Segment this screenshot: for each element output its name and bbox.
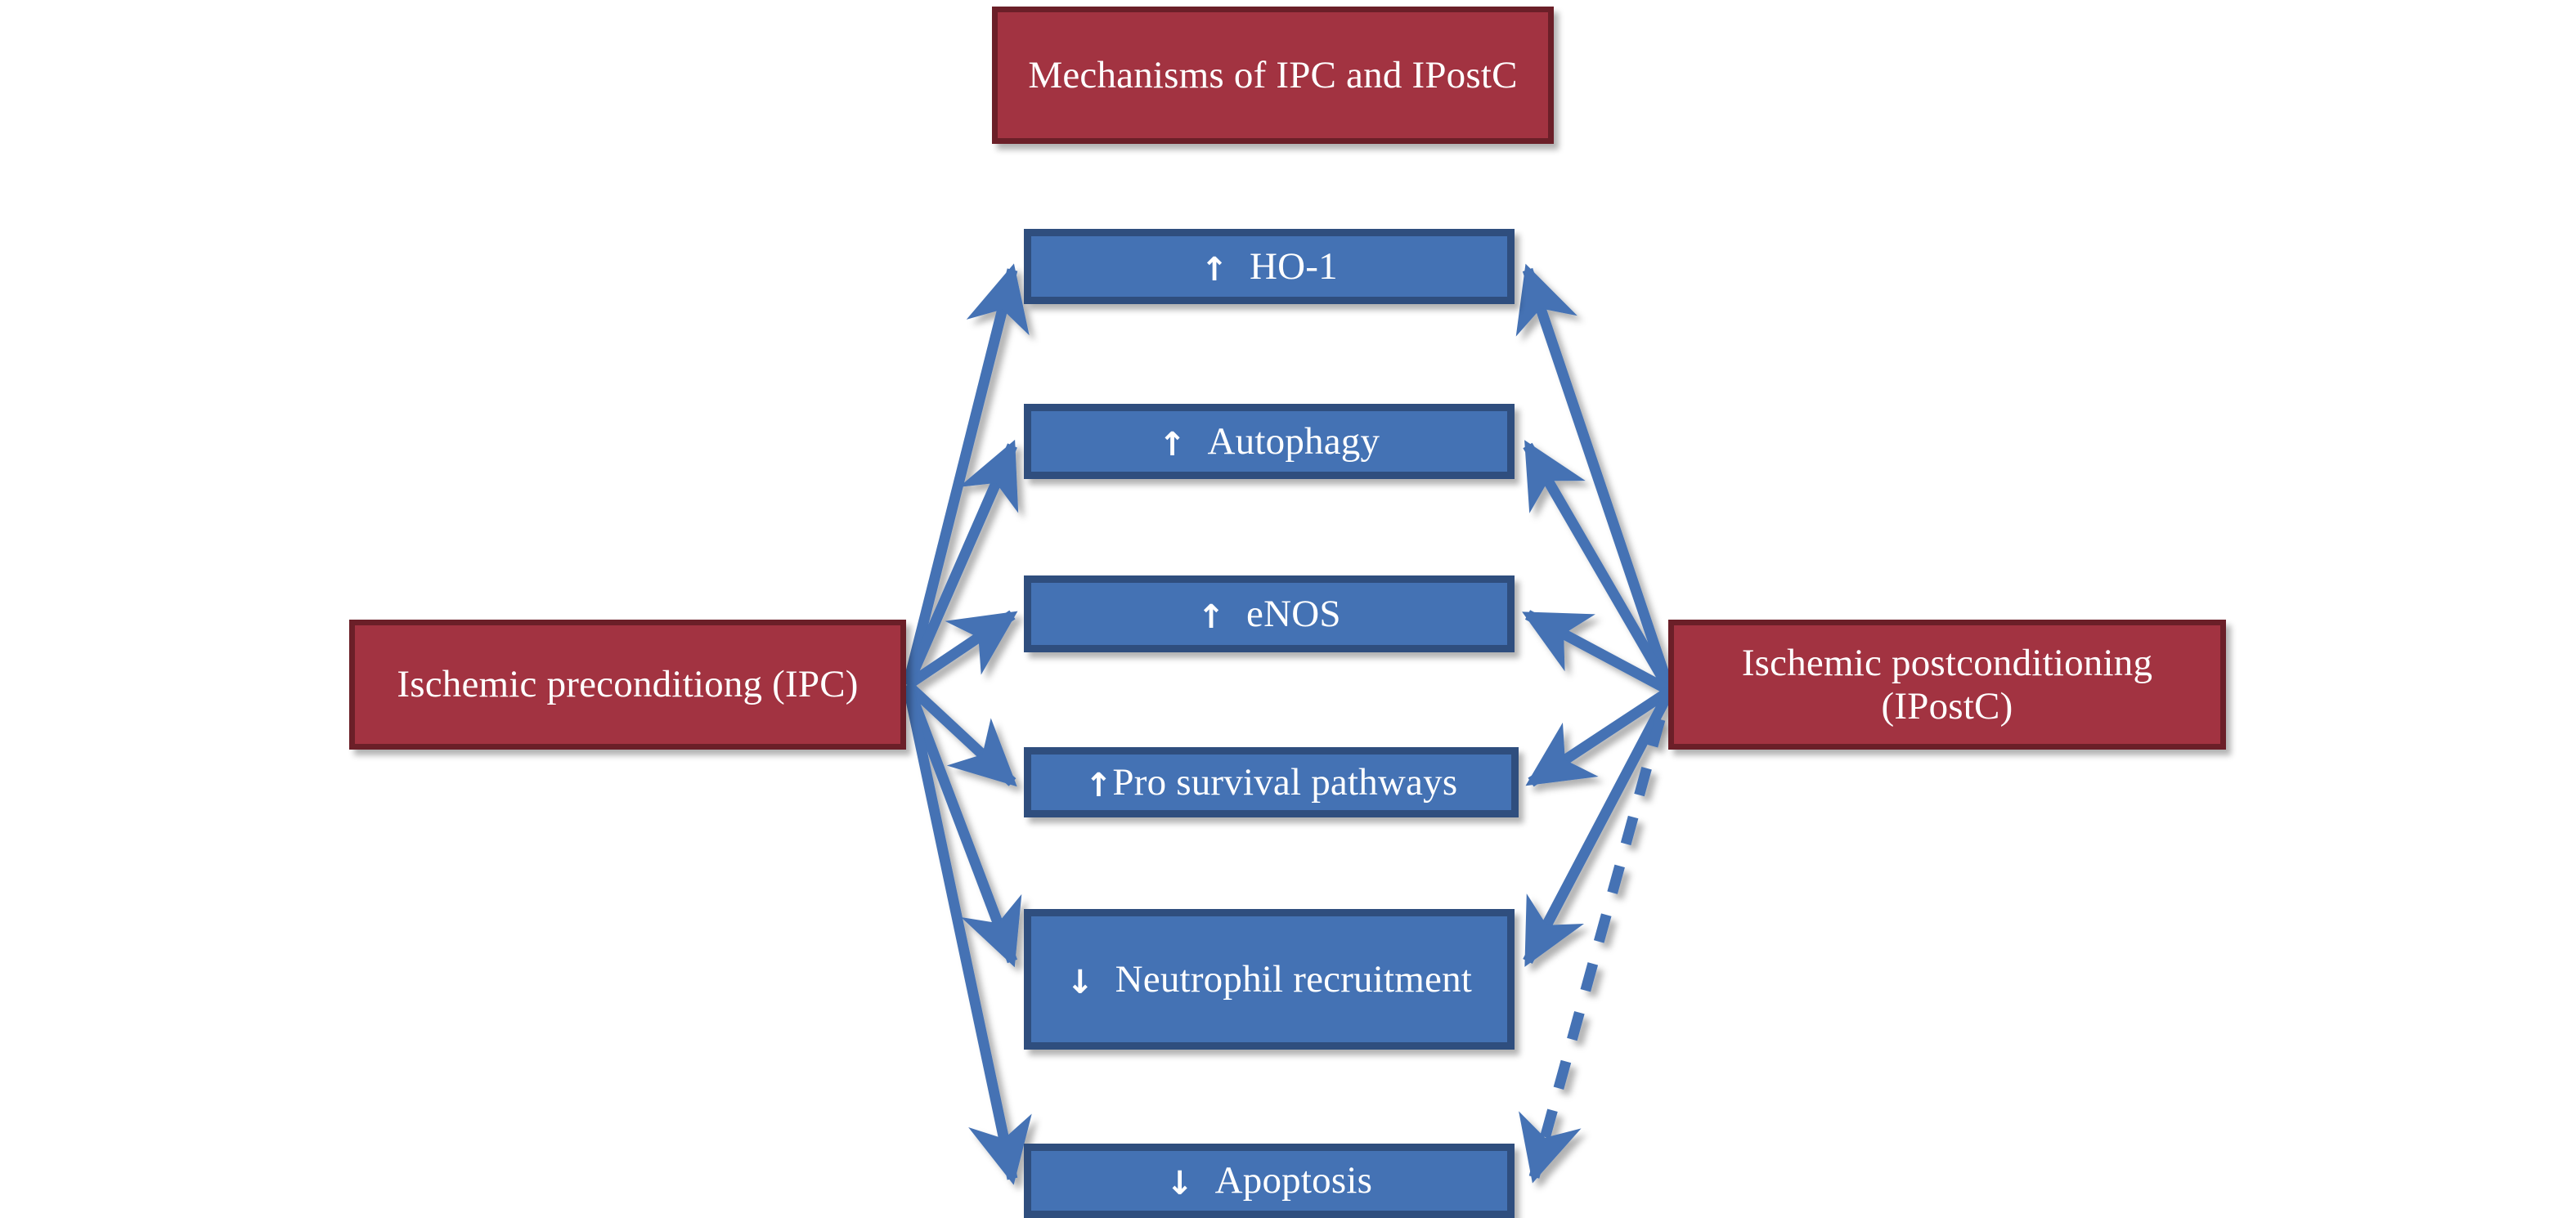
mechanism-box-prosurvival[interactable]: ↑Pro survival pathways	[1024, 747, 1519, 817]
source-box-ipostc[interactable]: Ischemic postconditioning (IPostC)	[1668, 620, 2226, 750]
edge-ipostc-to-prosurvival	[1525, 686, 1673, 787]
title-label: Mechanisms of IPC and IPostC	[1028, 53, 1518, 96]
source-box-ipc[interactable]: Ischemic preconditiong (IPC)	[349, 620, 906, 750]
edge-ipc-to-neutrophil	[902, 683, 1022, 968]
mechanism-box-enos[interactable]: ↑ eNOS	[1024, 575, 1515, 652]
mechanism-content-autophagy: ↑ Autophagy	[1031, 420, 1507, 463]
up-arrow-icon: ↑	[1200, 250, 1228, 289]
down-arrow-icon: ↓	[1165, 1165, 1194, 1203]
mechanism-content-neutrophil: ↓ Neutrophil recruitment	[1031, 958, 1507, 1001]
edge-ipc-to-apoptosis	[902, 683, 1032, 1185]
source-label-ipc: Ischemic preconditiong (IPC)	[397, 663, 859, 706]
edge-ipostc-to-enos	[1522, 610, 1673, 696]
edge-ipostc-to-neutrophil	[1523, 687, 1675, 967]
up-arrow-icon: ↑	[1197, 598, 1226, 636]
mechanism-content-prosurvival: ↑Pro survival pathways	[1031, 761, 1511, 804]
edge-ipc-to-ho1	[902, 263, 1030, 687]
edge-ipostc-to-apoptosis-dashed	[1519, 718, 1666, 1184]
edge-ipc-to-enos	[904, 610, 1018, 690]
mechanism-box-ho1[interactable]: ↑ HO-1	[1024, 229, 1515, 304]
mechanism-label-prosurvival: Pro survival pathways	[1112, 760, 1458, 804]
mechanism-label-enos: eNOS	[1246, 592, 1341, 635]
mechanism-label-autophagy: Autophagy	[1207, 419, 1380, 463]
mechanism-content-enos: ↑ eNOS	[1031, 593, 1507, 636]
edge-ipc-to-prosurvival	[904, 681, 1017, 787]
edge-ipostc-to-autophagy	[1523, 440, 1675, 694]
up-arrow-icon: ↑	[1158, 425, 1187, 463]
mechanism-label-neutrophil: Neutrophil recruitment	[1115, 957, 1473, 1001]
mechanism-box-apoptosis[interactable]: ↓ Apoptosis	[1024, 1144, 1515, 1218]
mechanism-content-apoptosis: ↓ Apoptosis	[1031, 1159, 1507, 1202]
down-arrow-icon: ↓	[1066, 963, 1094, 1001]
source-label-ipostc: Ischemic postconditioning (IPostC)	[1741, 641, 2153, 728]
edge-ipc-to-autophagy	[903, 439, 1019, 687]
edge-ipostc-to-ho1	[1515, 263, 1676, 693]
up-arrow-icon: ↑	[1084, 766, 1113, 804]
mechanism-box-neutrophil[interactable]: ↓ Neutrophil recruitment	[1024, 909, 1515, 1050]
mechanism-label-ho1: HO-1	[1249, 244, 1338, 288]
mechanism-label-apoptosis: Apoptosis	[1214, 1159, 1373, 1202]
mechanism-content-ho1: ↑ HO-1	[1031, 245, 1507, 289]
title-box: Mechanisms of IPC and IPostC	[992, 7, 1554, 144]
mechanism-box-autophagy[interactable]: ↑ Autophagy	[1024, 404, 1515, 479]
